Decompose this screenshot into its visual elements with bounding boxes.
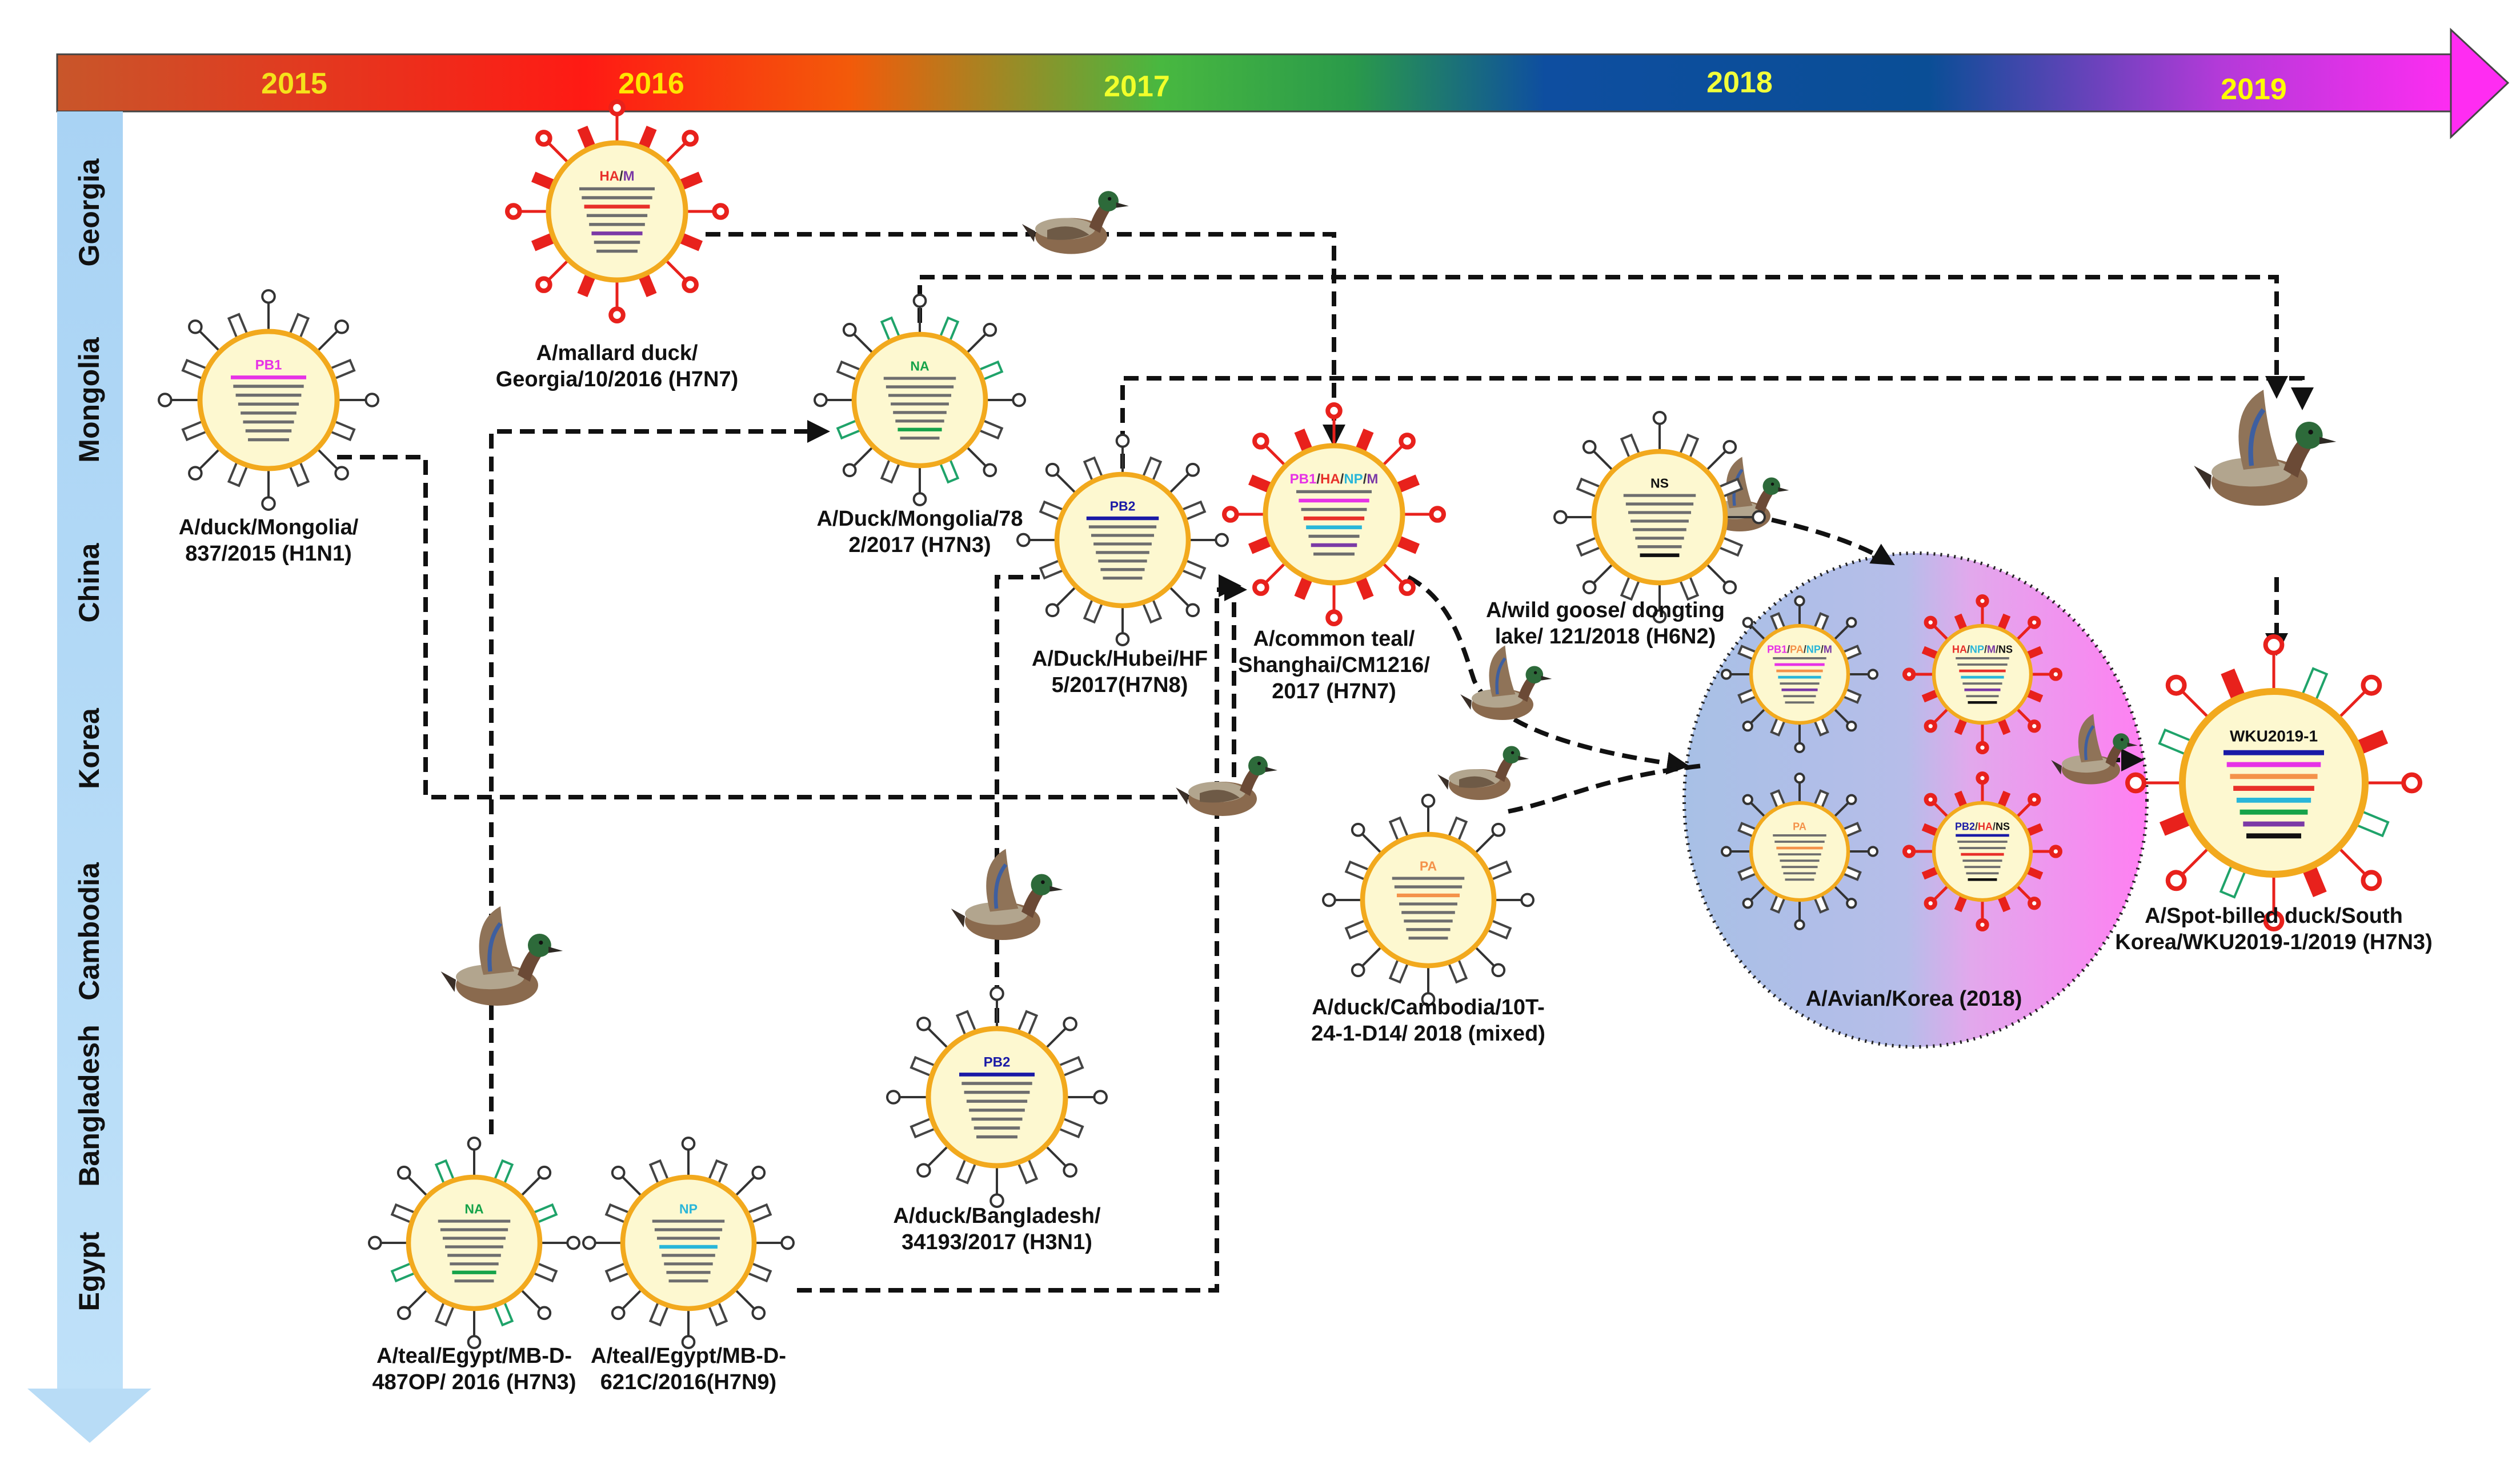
virus-korea-member-2: HA/NP/M/NS <box>1902 594 2063 754</box>
bird-teal-shanghai <box>1460 645 1552 720</box>
virus-wku2019-label: WKU2019-1 <box>2230 727 2318 745</box>
caption-shanghai: A/common teal/Shanghai/CM1216/2017 (H7N7… <box>1238 627 1430 703</box>
region-label-mongolia: Mongolia <box>73 337 105 463</box>
virus-egypt621-label: NP <box>679 1202 698 1217</box>
virus-korea-member-4-label: PB2/HA/NS <box>1955 821 2010 832</box>
timeline-arrowhead <box>2450 27 2510 139</box>
bird-mallard-cambodia <box>951 849 1063 940</box>
transmission-link-2 <box>489 420 830 1134</box>
virus-korea-member-4: PB2/HA/NS <box>1902 771 2063 931</box>
region-band <box>57 111 123 1391</box>
region-label-bangladesh: Bangladesh <box>73 1025 105 1186</box>
transmission-link-7 <box>995 575 1040 1023</box>
region-label-georgia: Georgia <box>73 158 105 266</box>
timeline-band <box>56 53 2458 113</box>
virus-shanghai-label: PB1/HA/NP/M <box>1290 471 1379 487</box>
virus-georgia10: HA/M <box>505 99 729 324</box>
region-label-china: China <box>73 542 105 622</box>
birds <box>440 191 2337 1006</box>
virus-korea-member-1: PB1/PA/NP/M <box>1721 595 1879 753</box>
virus-korea-member-3: PA <box>1721 773 1879 930</box>
caption-georgia10: A/mallard duck/Georgia/10/2016 (H7N7) <box>496 341 739 391</box>
virus-egypt621: NP <box>582 1137 795 1349</box>
virus-mongolia782-label: NA <box>910 359 929 374</box>
virus-bangladesh-label: PB2 <box>984 1054 1011 1070</box>
bird-teal-korea-group <box>2051 714 2138 785</box>
region-column <box>27 111 151 1443</box>
region-label-korea: Korea <box>73 707 105 789</box>
virus-cambodia-label: PA <box>1420 859 1437 874</box>
virus-korea-member-3-label: PA <box>1793 821 1806 832</box>
virus-korea-member-1-label: PB1/PA/NP/M <box>1767 643 1832 655</box>
virus-egypt487: NA <box>368 1137 581 1349</box>
transmission-link-9 <box>1407 575 1690 775</box>
virus-dongting: NS <box>1553 411 1766 624</box>
year-label-2017: 2017 <box>1104 70 1170 103</box>
virus-bangladesh: PB2 <box>886 986 1108 1208</box>
bird-mallard-egypt <box>440 906 563 1006</box>
year-label-2015: 2015 <box>261 67 327 101</box>
caption-egypt487: A/teal/Egypt/MB-D-487OP/ 2016 (H7N3) <box>372 1344 576 1394</box>
caption-mongolia837: A/duck/Mongolia/837/2015 (H1N1) <box>179 515 359 566</box>
virus-hubei: PB2 <box>1016 434 1229 647</box>
transmission-link-3 <box>706 232 1345 447</box>
transmission-link-5 <box>1120 376 2314 469</box>
virus-wku2019: WKU2019-1 <box>2125 634 2423 931</box>
year-label-2019: 2019 <box>2221 73 2287 106</box>
virus-georgia10-label: HA/M <box>599 169 634 184</box>
transmission-link-11 <box>1508 763 1703 814</box>
virus-shanghai: PB1/HA/NP/M <box>1222 402 1446 626</box>
caption-korea-group: A/Avian/Korea (2018) <box>1806 987 2022 1011</box>
year-label-2016: 2016 <box>618 67 684 101</box>
virus-egypt487-label: NA <box>464 1202 483 1217</box>
region-label-egypt: Egypt <box>73 1231 105 1311</box>
bird-mallard-georgia <box>1021 191 1129 254</box>
region-arrowhead <box>27 1389 151 1443</box>
virus-hubei-label: PB2 <box>1110 499 1136 514</box>
timeline-bar <box>56 27 2510 139</box>
year-label-2018: 2018 <box>1706 66 1773 99</box>
transmission-link-6 <box>797 594 1219 1293</box>
bird-spotbilled-duck <box>2194 390 2337 506</box>
virus-dongting-label: NS <box>1650 476 1669 491</box>
bird-teal-korea <box>1176 756 1277 816</box>
virus-mongolia782: NA <box>814 294 1027 507</box>
bird-goose-cambodia <box>1437 746 1529 800</box>
strain-captions: A/duck/Mongolia/837/2015 (H1N1) A/mallard… <box>179 341 2433 1394</box>
timeline-years: 2015 2016 2017 2018 2019 <box>261 66 2287 106</box>
virus-mongolia837: PB1 <box>158 289 380 511</box>
caption-bangladesh: A/duck/Bangladesh/34193/2017 (H3N1) <box>893 1204 1101 1254</box>
virus-korea-member-2-label: HA/NP/M/NS <box>1952 643 2013 655</box>
region-labels: GeorgiaMongoliaChinaKoreaCambodiaBanglad… <box>73 158 105 1311</box>
virus-mongolia837-label: PB1 <box>255 357 282 373</box>
virus-cambodia: PA <box>1322 794 1535 1007</box>
caption-cambodia: A/duck/Cambodia/10T-24-1-D14/ 2018 (mixe… <box>1311 995 1545 1046</box>
region-label-cambodia: Cambodia <box>73 862 105 1001</box>
caption-egypt621: A/teal/Egypt/MB-D-621C/2016(H7N9) <box>591 1344 786 1394</box>
